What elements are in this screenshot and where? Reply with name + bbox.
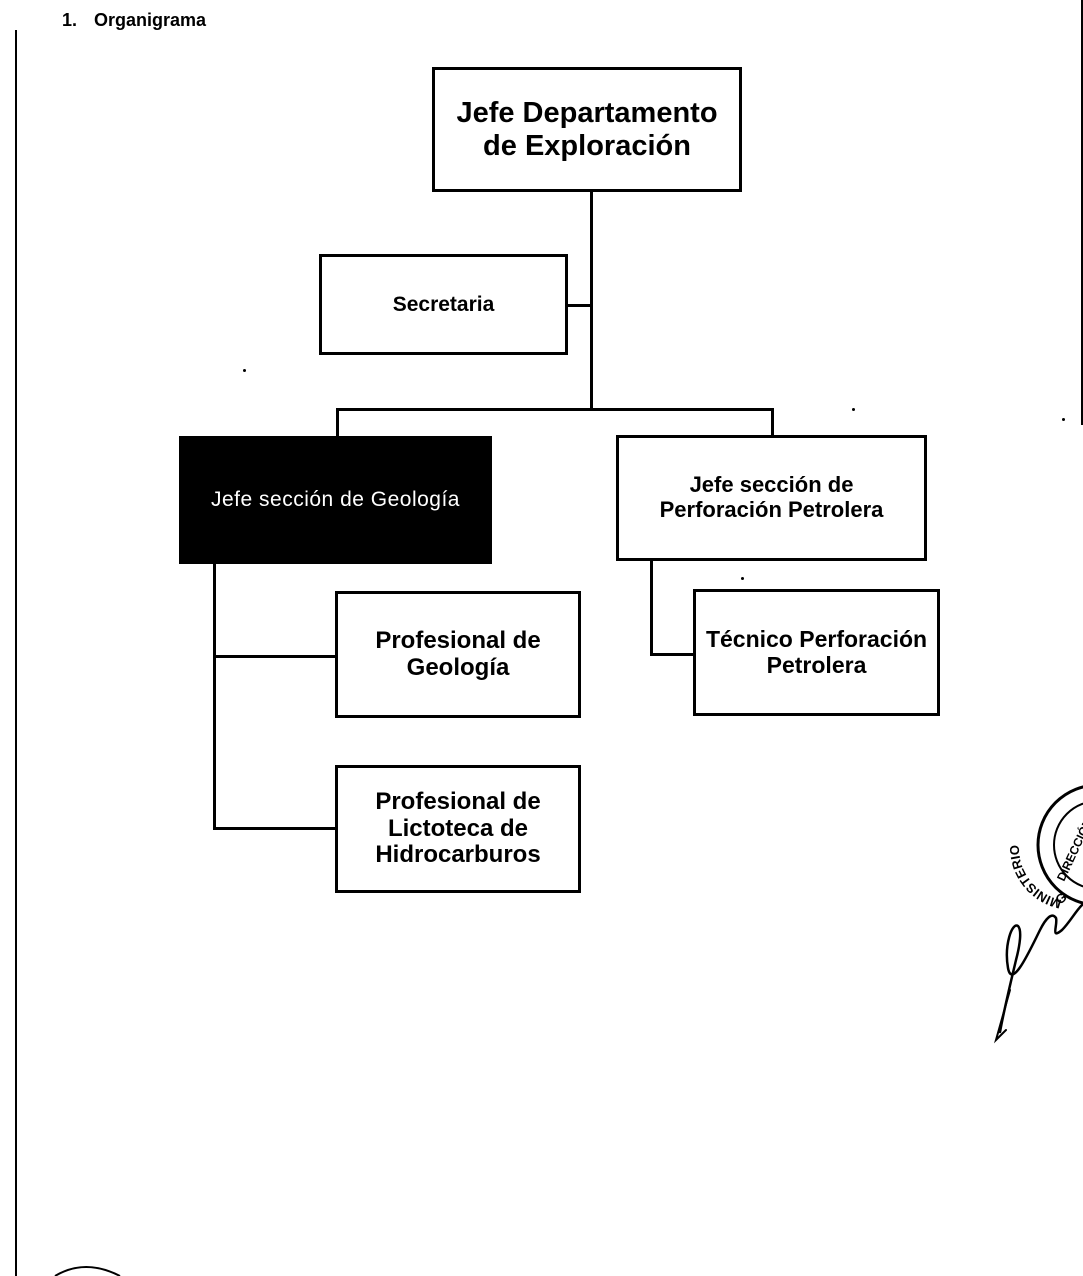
connector-section-drilling-drop [771, 408, 774, 438]
scan-speck [741, 577, 744, 580]
scan-speck [1062, 418, 1065, 421]
org-node-drilling-technician: Técnico Perforación Petrolera [693, 589, 940, 716]
section-number: 1. [62, 10, 78, 30]
corner-mark [54, 1266, 121, 1276]
connector-root-trunk [590, 190, 593, 410]
org-node-root-label: Jefe Departamento de Exploración [456, 97, 718, 162]
org-node-geology-professional: Profesional de Geología [335, 591, 581, 718]
connector-drilling-technician [650, 653, 695, 656]
section-heading: 1. Organigrama [62, 10, 206, 31]
connector-section-geology-drop [336, 408, 339, 438]
org-node-section-geology: Jefe sección de Geología [179, 436, 492, 564]
scan-speck [852, 408, 855, 411]
connector-assistant [566, 304, 592, 307]
handwritten-signature [994, 903, 1083, 1044]
org-node-root: Jefe Departamento de Exploración [432, 67, 742, 192]
org-node-assistant: Secretaria [319, 254, 568, 355]
org-node-drilling-technician-label: Técnico Perforación Petrolera [705, 625, 928, 678]
scan-speck [243, 369, 246, 372]
connector-drilling-trunk [650, 558, 653, 656]
connector-geology-trunk [213, 563, 216, 830]
page-border-left [15, 30, 17, 1276]
org-node-lithotheque-professional-label: Profesional de Lictoteca de Hidrocarburo… [375, 787, 541, 869]
org-node-geology-professional-label: Profesional de Geología [375, 626, 541, 681]
page-border-right [1081, 0, 1083, 425]
org-node-section-geology-label: Jefe sección de Geología [211, 488, 460, 512]
org-node-section-drilling-label: Jefe sección de Perforación Petrolera [659, 472, 884, 522]
section-title: Organigrama [94, 10, 207, 30]
connector-lithotheque-professional [213, 827, 337, 830]
connector-geology-professional [213, 655, 337, 658]
connector-sections-bar [336, 408, 774, 411]
org-node-assistant-label: Secretaria [392, 292, 495, 316]
official-stamp: MINISTERIO DIRECCIÓN G [1007, 785, 1083, 912]
org-node-lithotheque-professional: Profesional de Lictoteca de Hidrocarburo… [335, 765, 581, 893]
org-node-section-drilling: Jefe sección de Perforación Petrolera [616, 435, 927, 561]
